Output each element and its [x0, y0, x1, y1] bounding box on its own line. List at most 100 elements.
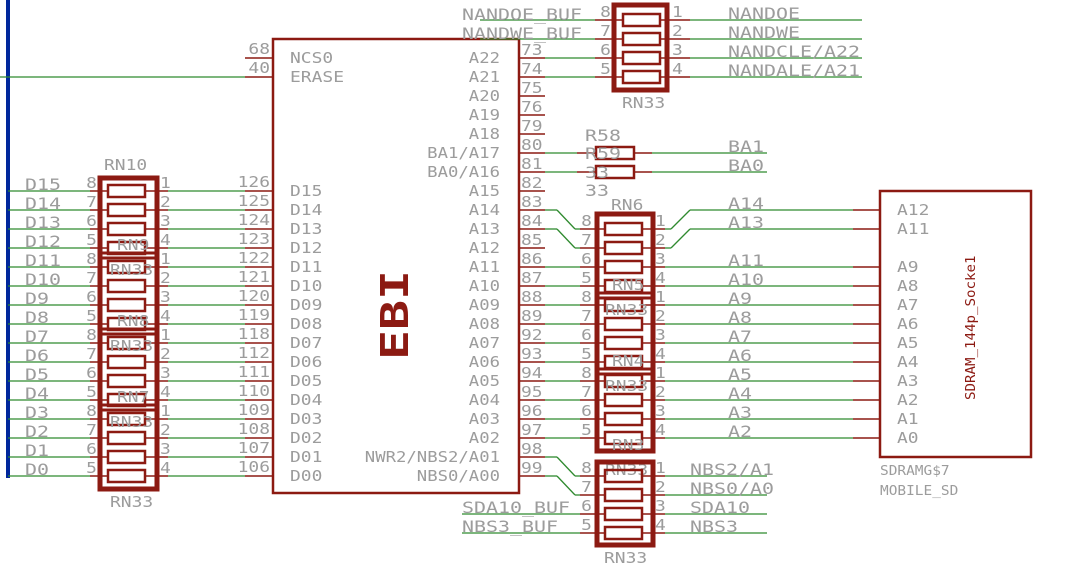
pin-number: 118 — [238, 325, 270, 343]
resistor-element — [621, 69, 662, 85]
resistor-element — [621, 50, 662, 66]
net-wire[interactable] — [670, 228, 691, 249]
rn-pin-number: 2 — [672, 22, 683, 40]
pin-name: A10 — [469, 277, 500, 295]
resistor-element — [106, 221, 147, 237]
rn-pin-number: 1 — [655, 364, 666, 382]
rn-pin-number: 4 — [655, 345, 666, 363]
rn-pin-number: 7 — [581, 478, 592, 496]
pin-name: A07 — [469, 334, 500, 352]
net-label: A2 — [728, 422, 752, 441]
net-label: SDA10 — [690, 498, 750, 517]
rn-name-label: RN10 — [104, 156, 147, 174]
net-wire[interactable] — [556, 456, 576, 477]
pin-name: A14 — [469, 201, 500, 219]
rn-pin-number: 1 — [655, 459, 666, 477]
pin-number: 123 — [238, 230, 270, 248]
resistor-name: R58 — [585, 126, 621, 145]
pin-number: 97 — [521, 421, 543, 439]
net-wire[interactable] — [556, 475, 576, 496]
pin-name: A3 — [897, 372, 919, 390]
resistor-element — [106, 468, 147, 484]
net-label: NBS3 — [690, 517, 738, 536]
pin-name: A18 — [469, 125, 500, 143]
pin-name: A12 — [469, 239, 500, 257]
rn-pin-number: 6 — [600, 41, 611, 59]
rn-pin-number: 1 — [655, 288, 666, 306]
resistor-network-separator — [98, 251, 159, 260]
resistor-network-separator — [595, 367, 655, 376]
net-label: A6 — [728, 346, 752, 365]
rn-pin-number: 7 — [86, 269, 97, 287]
resistor-value: 33 — [585, 163, 609, 182]
resistor-element — [603, 411, 644, 427]
rn-name-label: RN7 — [117, 388, 149, 406]
pin-name: A02 — [469, 429, 500, 447]
net-wire[interactable] — [670, 209, 691, 230]
pin-name: D05 — [290, 372, 322, 390]
net-label: D12 — [25, 232, 61, 251]
resistor-element — [603, 506, 644, 522]
rn-pin-number: 7 — [581, 307, 592, 325]
rn-pin-number: 6 — [581, 250, 592, 268]
pin-name: A1 — [897, 410, 919, 428]
rn-pin-number: 7 — [86, 421, 97, 439]
pin-number: 92 — [521, 326, 543, 344]
resistor-element — [603, 525, 644, 541]
net-wire[interactable] — [556, 228, 576, 249]
pin-name: D08 — [290, 315, 322, 333]
resistor-element — [106, 449, 147, 465]
resistor-element — [621, 31, 662, 47]
resistor-element — [106, 335, 147, 351]
pin-number: 80 — [521, 136, 543, 154]
rn-pin-number: 4 — [160, 459, 171, 477]
pin-name: D15 — [290, 182, 322, 200]
pin-name: D09 — [290, 296, 322, 314]
pin-number: 79 — [521, 117, 543, 135]
rn-pin-number: 4 — [655, 269, 666, 287]
rn-name-label: RN4 — [612, 352, 644, 370]
net-label: D8 — [25, 308, 49, 327]
rn-pin-number: 8 — [581, 459, 592, 477]
net-label: A4 — [728, 384, 752, 403]
pin-name: A21 — [469, 68, 500, 86]
net-wire[interactable] — [556, 209, 576, 230]
resistor-network-separator — [98, 403, 159, 412]
resistor-element — [603, 392, 644, 408]
pin-number: 126 — [238, 173, 270, 191]
pin-name: NWR2/NBS2/A01 — [365, 448, 500, 466]
rn-pin-number: 2 — [655, 383, 666, 401]
rn-name-label: RN33 — [110, 337, 153, 355]
resistor-network-separator — [98, 327, 159, 336]
rn-pin-number: 1 — [160, 402, 171, 420]
pin-number: 99 — [521, 459, 543, 477]
pin-name: A0 — [897, 429, 919, 447]
rn-name-label: RN33 — [110, 493, 153, 511]
rn-pin-number: 4 — [672, 60, 683, 78]
pin-number: 98 — [521, 440, 543, 458]
pin-number: 109 — [238, 401, 270, 419]
rn-name-label: RN33 — [622, 94, 665, 112]
pin-number: 93 — [521, 345, 543, 363]
net-label: D11 — [25, 251, 61, 270]
net-label: A7 — [728, 327, 752, 346]
resistor-network-bottom-box — [594, 459, 656, 548]
pin-name: A11 — [469, 258, 500, 276]
pin-number: 73 — [521, 41, 543, 59]
pin-number: 89 — [521, 307, 543, 325]
pin-number: 124 — [238, 211, 270, 229]
pin-name: A9 — [897, 258, 919, 276]
rn-pin-number: 3 — [160, 288, 171, 306]
net-label: NANDWE — [728, 23, 800, 42]
rn-pin-number: 5 — [600, 60, 611, 78]
net-label: D3 — [25, 403, 49, 422]
pin-number: 40 — [248, 59, 270, 77]
resistor-element — [603, 221, 644, 237]
rn-pin-number: 2 — [655, 231, 666, 249]
pin-number: 120 — [238, 287, 270, 305]
pin-number: 94 — [521, 364, 543, 382]
rn-pin-number: 5 — [581, 345, 592, 363]
rn-pin-number: 8 — [86, 402, 97, 420]
rn-pin-number: 1 — [672, 3, 683, 21]
